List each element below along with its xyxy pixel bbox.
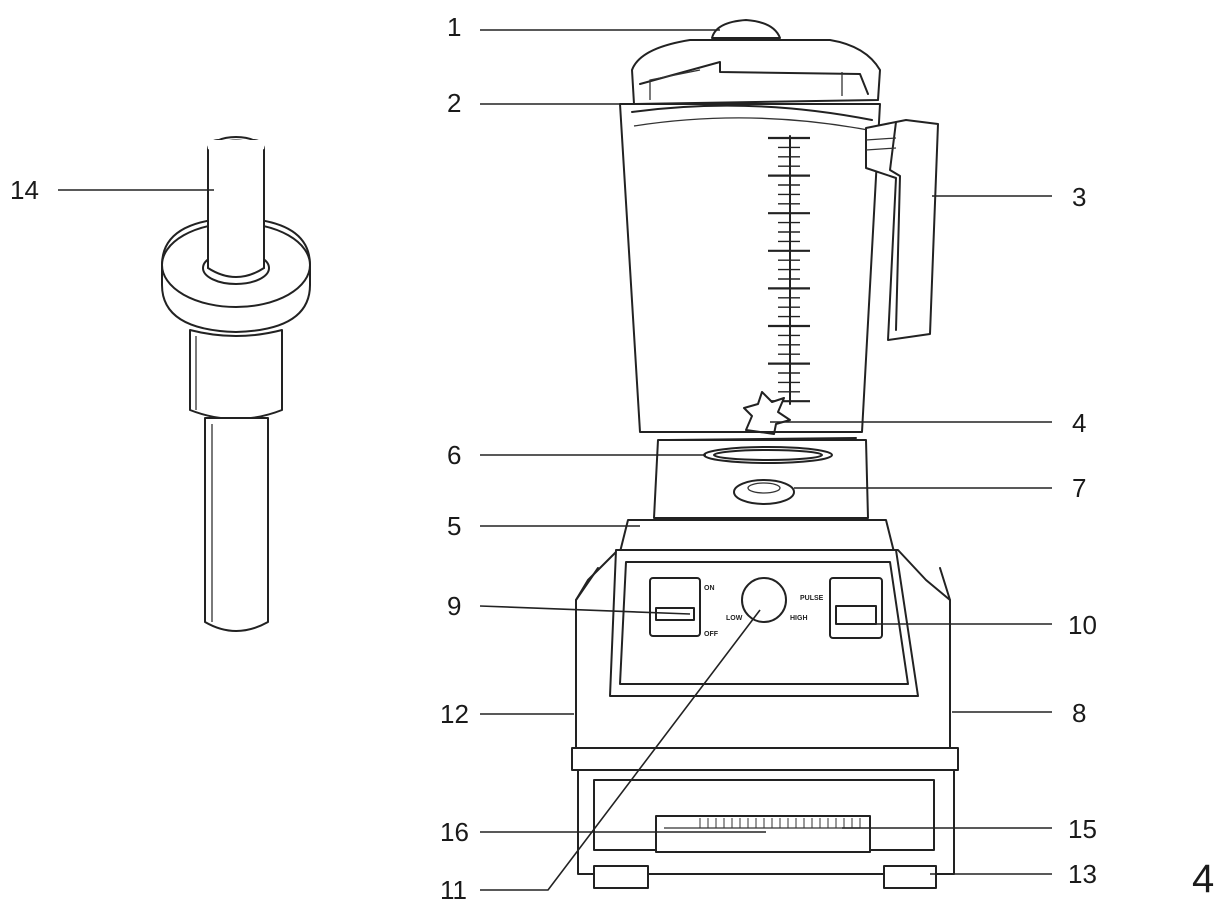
page-number: 4 <box>1192 857 1214 901</box>
tamper-illustration <box>161 136 311 632</box>
callout-8: 8 <box>1072 698 1086 728</box>
callout-7: 7 <box>1072 473 1086 503</box>
callout-9: 9 <box>447 591 461 621</box>
leader-9 <box>479 605 691 615</box>
callout-4: 4 <box>1072 408 1086 438</box>
pulse-label: PULSE <box>800 595 824 602</box>
low-label: LOW <box>726 615 743 622</box>
callout-12: 12 <box>440 699 469 729</box>
callout-5: 5 <box>447 511 461 541</box>
callout-labels: 1 2 3 4 5 6 7 8 9 10 11 12 13 14 15 16 <box>10 12 1097 903</box>
leader-lines <box>58 29 1052 891</box>
callout-3: 3 <box>1072 182 1086 212</box>
callout-16: 16 <box>440 817 469 847</box>
callout-13: 13 <box>1068 859 1097 889</box>
high-label: HIGH <box>790 615 808 622</box>
callout-1: 1 <box>447 12 461 42</box>
callout-6: 6 <box>447 440 461 470</box>
callout-14: 14 <box>10 175 39 205</box>
air-vent <box>699 818 861 828</box>
callout-10: 10 <box>1068 610 1097 640</box>
measurement-scale <box>768 136 810 403</box>
blender-jar-illustration <box>619 19 939 433</box>
off-label: OFF <box>704 631 719 638</box>
callout-2: 2 <box>447 88 461 118</box>
callout-11: 11 <box>440 875 467 903</box>
callout-15: 15 <box>1068 814 1097 844</box>
motor-base-illustration <box>571 439 959 889</box>
on-label: ON <box>704 585 715 592</box>
leader-11 <box>480 609 761 891</box>
